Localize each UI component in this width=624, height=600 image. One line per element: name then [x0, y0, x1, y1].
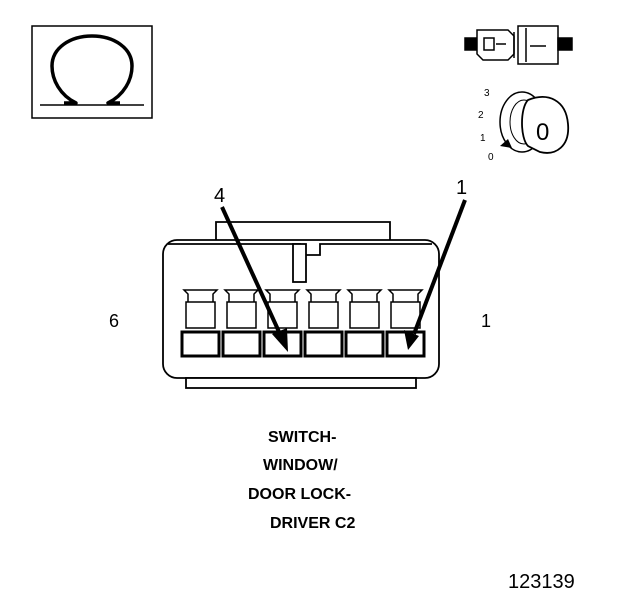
- terminal-cavity-6: [180, 289, 221, 358]
- caption-line-1: SWITCH-: [268, 429, 336, 446]
- connector-plug-icon: [464, 25, 573, 65]
- end-label-right: 1: [481, 311, 491, 331]
- pin-callout-right: 1: [456, 177, 467, 199]
- end-label-left: 6: [109, 311, 119, 331]
- key-label: 0: [536, 119, 549, 146]
- figure-number: 123139: [508, 571, 575, 593]
- terminal-cavity-5: [221, 289, 262, 358]
- pin-callout-arrows: [220, 199, 467, 352]
- caption-line-4: DRIVER C2: [270, 515, 355, 532]
- terminal-cavity-3: [303, 289, 344, 358]
- key-position-icon: 3 2 1 0 0: [478, 88, 569, 163]
- key-position-1: 1: [480, 133, 486, 144]
- caption-line-2: WINDOW/: [263, 457, 338, 474]
- terminal-cavity-2: [344, 289, 385, 358]
- key-position-2: 2: [478, 110, 484, 121]
- pin-callout-left: 4: [214, 185, 225, 207]
- terminal-cavity-4: [262, 289, 303, 358]
- key-position-3: 3: [484, 88, 490, 99]
- caption-line-3: DOOR LOCK-: [248, 486, 351, 503]
- key-position-0: 0: [488, 152, 494, 163]
- key-pointer-icon: [500, 139, 512, 148]
- ohm-icon: [50, 34, 134, 105]
- ohm-symbol-box: [31, 25, 153, 119]
